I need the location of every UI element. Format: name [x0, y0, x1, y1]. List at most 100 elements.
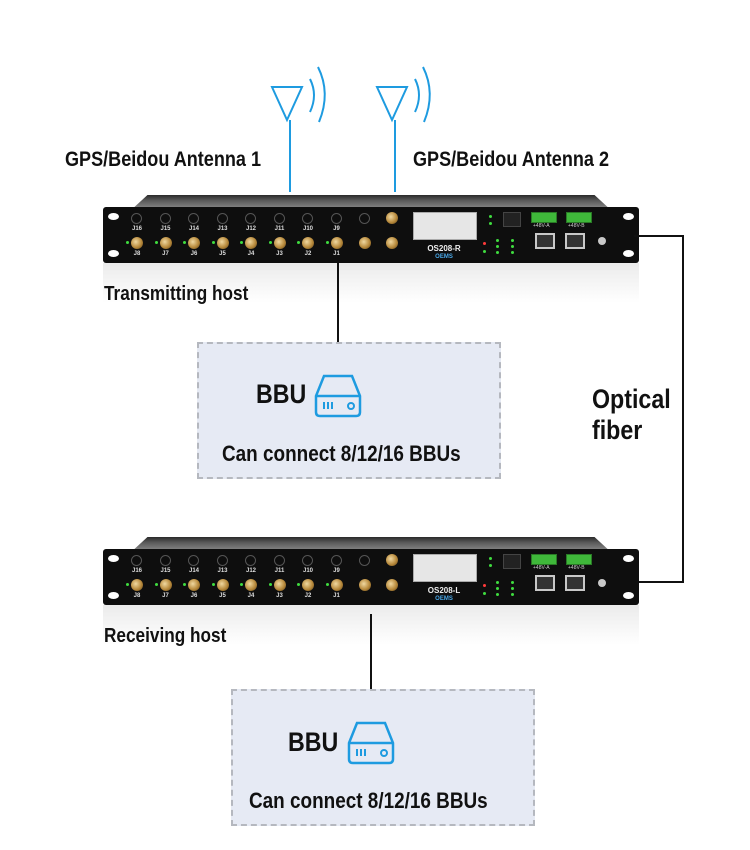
port-label: J9	[333, 568, 340, 574]
receiving-host-label: Receiving host	[104, 625, 227, 647]
rf-port-j10[interactable]	[302, 555, 313, 566]
status-led	[183, 241, 186, 244]
model-label: OS208-R	[427, 244, 461, 253]
rf-connector-j5[interactable]	[216, 237, 229, 249]
rf-connector-j6[interactable]	[188, 579, 200, 591]
rf-port-j12[interactable]	[245, 555, 256, 566]
rf-connector-j7[interactable]	[159, 579, 172, 591]
brand-logo: OEMS	[435, 596, 453, 602]
antenna-2-label: GPS/Beidou Antenna 2	[413, 148, 610, 171]
status-led	[154, 583, 158, 586]
server-drive-icon	[314, 374, 362, 418]
rf-port-j15[interactable]	[159, 555, 171, 566]
rf-port-j16[interactable]	[131, 555, 142, 566]
gps-port-2[interactable]	[359, 237, 371, 249]
gps-port-3[interactable]	[386, 554, 398, 566]
rf-port-j11[interactable]	[273, 555, 285, 566]
bbu-group-2	[231, 689, 535, 826]
power-terminal-b	[566, 212, 592, 223]
status-led	[268, 583, 272, 586]
lcd-display	[413, 212, 477, 240]
rf-port-j9[interactable]	[330, 213, 342, 224]
status-led	[268, 241, 272, 244]
antenna-1-label: GPS/Beidou Antenna 1	[65, 148, 262, 171]
port-label: J11	[274, 568, 285, 574]
port-label: J2	[304, 251, 312, 257]
rf-connector-j8[interactable]	[131, 237, 143, 249]
status-led	[240, 241, 243, 244]
port-label: J15	[160, 568, 171, 574]
rf-port-j10[interactable]	[302, 213, 313, 224]
rf-connector-j4[interactable]	[245, 237, 257, 249]
rf-connector-j3[interactable]	[273, 579, 286, 591]
port-label: J6	[190, 251, 198, 257]
network-port[interactable]	[535, 575, 555, 591]
status-led	[325, 583, 329, 586]
bbu-1-title: BBU	[256, 379, 307, 409]
alarm-port[interactable]	[565, 575, 585, 591]
bbu-2-title: BBU	[288, 727, 339, 757]
rf-connector-j2[interactable]	[302, 237, 314, 249]
rf-port-j9[interactable]	[330, 555, 342, 566]
ground-screw	[598, 579, 606, 587]
gps-port-4[interactable]	[386, 579, 398, 591]
bbu-2-note: Can connect 8/12/16 BBUs	[249, 788, 488, 813]
brand-logo: OEMS	[435, 254, 453, 260]
rf-connector-j4[interactable]	[245, 579, 257, 591]
rf-port-j16[interactable]	[131, 213, 142, 224]
port-label: J16	[131, 226, 142, 232]
port-label: J5	[219, 593, 226, 599]
power-switch[interactable]	[503, 212, 521, 227]
status-led	[126, 583, 129, 586]
fiber-line-bottom	[634, 581, 684, 583]
rf-connector-j2[interactable]	[302, 579, 314, 591]
gps-port-1[interactable]	[359, 213, 370, 224]
status-led	[240, 583, 243, 586]
optical-fiber-label: Optical fiber	[592, 384, 671, 445]
port-label: J7	[162, 251, 169, 257]
antenna-2-icon	[375, 66, 431, 192]
port-label: J8	[133, 593, 141, 599]
power-terminal-a	[531, 212, 557, 223]
network-port[interactable]	[535, 233, 555, 249]
server-drive-icon	[347, 721, 395, 765]
rf-port-j12[interactable]	[245, 213, 256, 224]
status-led	[211, 583, 215, 586]
gps-port-2[interactable]	[359, 579, 371, 591]
status-led	[154, 241, 158, 244]
gps-port-4[interactable]	[386, 237, 398, 249]
rf-port-j14[interactable]	[188, 213, 199, 224]
lcd-display	[413, 554, 477, 582]
rf-connector-j5[interactable]	[216, 579, 229, 591]
rf-connector-j6[interactable]	[188, 237, 200, 249]
antenna-1-icon	[270, 66, 326, 192]
fiber-line-top	[634, 235, 684, 237]
port-label: J15	[160, 226, 171, 232]
status-led	[126, 241, 129, 244]
rf-port-j13[interactable]	[216, 555, 228, 566]
bbu-1-connector	[337, 263, 339, 378]
port-label: J12	[245, 568, 256, 574]
alarm-port[interactable]	[565, 233, 585, 249]
rf-port-j15[interactable]	[159, 213, 171, 224]
power-terminal-a	[531, 554, 557, 565]
rf-port-j14[interactable]	[188, 555, 199, 566]
rf-connector-j7[interactable]	[159, 237, 172, 249]
power-switch[interactable]	[503, 554, 521, 569]
gps-port-1[interactable]	[359, 555, 370, 566]
rf-port-j11[interactable]	[273, 213, 285, 224]
port-label: J13	[217, 226, 228, 232]
port-label: J4	[247, 251, 255, 257]
port-label: J11	[274, 226, 285, 232]
rf-port-j13[interactable]	[216, 213, 228, 224]
rf-connector-j3[interactable]	[273, 237, 286, 249]
port-label: J5	[219, 251, 226, 257]
rf-connector-j8[interactable]	[131, 579, 143, 591]
rf-connector-j1[interactable]	[330, 579, 343, 591]
ground-screw	[598, 237, 606, 245]
fiber-line-vertical	[682, 235, 684, 583]
rf-connector-j1[interactable]	[330, 237, 343, 249]
port-label: J14	[188, 568, 199, 574]
gps-port-3[interactable]	[386, 212, 398, 224]
port-label: J1	[333, 593, 340, 599]
